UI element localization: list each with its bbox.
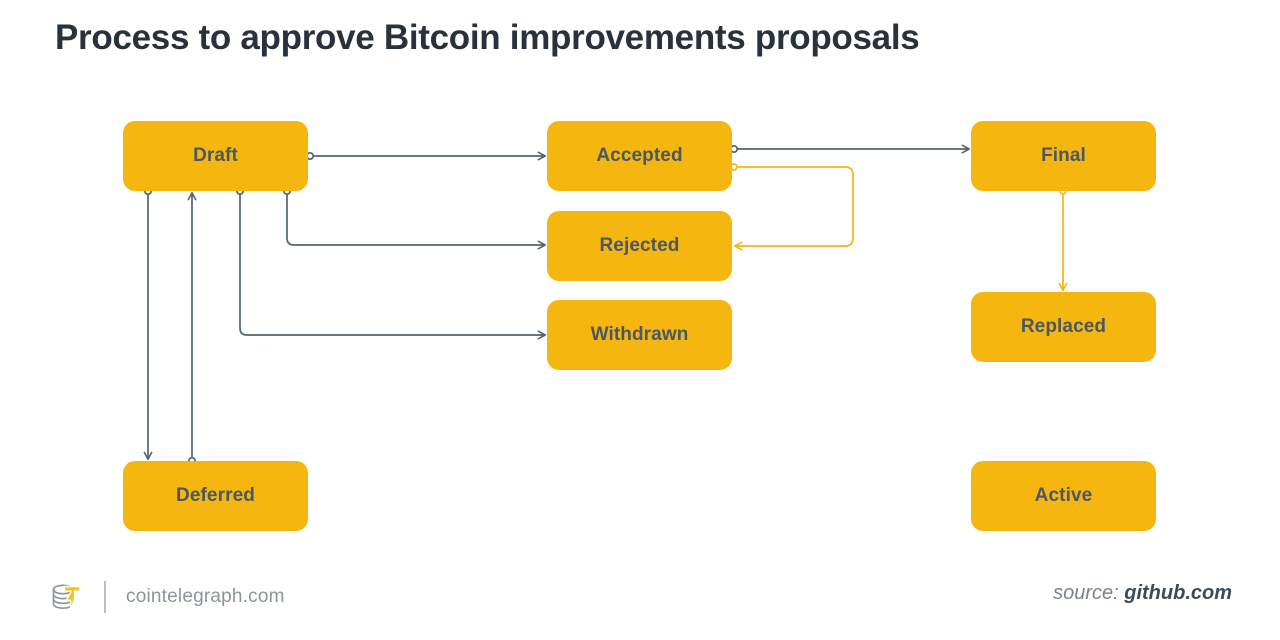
- node-label: Accepted: [596, 145, 683, 166]
- flowchart-diagram: Draft Accepted Final Rejected Replaced W…: [123, 121, 1156, 531]
- edge-draft-rejected: [286, 192, 546, 250]
- node-rejected[interactable]: Rejected: [547, 211, 732, 281]
- node-label: Deferred: [176, 485, 255, 506]
- footer-branding: cointelegraph.com: [46, 574, 285, 620]
- cointelegraph-logo-icon: [52, 584, 81, 612]
- node-accepted[interactable]: Accepted: [547, 121, 732, 191]
- node-final[interactable]: Final: [971, 121, 1156, 191]
- node-label: Rejected: [599, 235, 680, 256]
- source-value: github.com: [1124, 582, 1232, 604]
- footer-source: source: github.com: [1053, 582, 1232, 605]
- node-label: Withdrawn: [590, 324, 689, 345]
- node-withdrawn[interactable]: Withdrawn: [547, 300, 732, 370]
- edge-draft-withdrawn: [239, 192, 546, 340]
- node-deferred[interactable]: Deferred: [123, 461, 308, 531]
- node-label: Final: [1041, 145, 1086, 166]
- source-label: source:: [1053, 582, 1119, 604]
- page-title: Process to approve Bitcoin improvements …: [55, 18, 920, 57]
- footer-site-label: cointelegraph.com: [126, 586, 285, 607]
- node-label: Active: [1034, 485, 1093, 506]
- edge-accepted-rejected: [734, 166, 854, 251]
- footer: cointelegraph.com source: github.com: [0, 560, 1280, 640]
- node-draft[interactable]: Draft: [123, 121, 308, 191]
- node-label: Draft: [193, 145, 238, 166]
- node-label: Replaced: [1020, 316, 1107, 337]
- node-replaced[interactable]: Replaced: [971, 292, 1156, 362]
- node-active[interactable]: Active: [971, 461, 1156, 531]
- footer-divider: [104, 581, 106, 613]
